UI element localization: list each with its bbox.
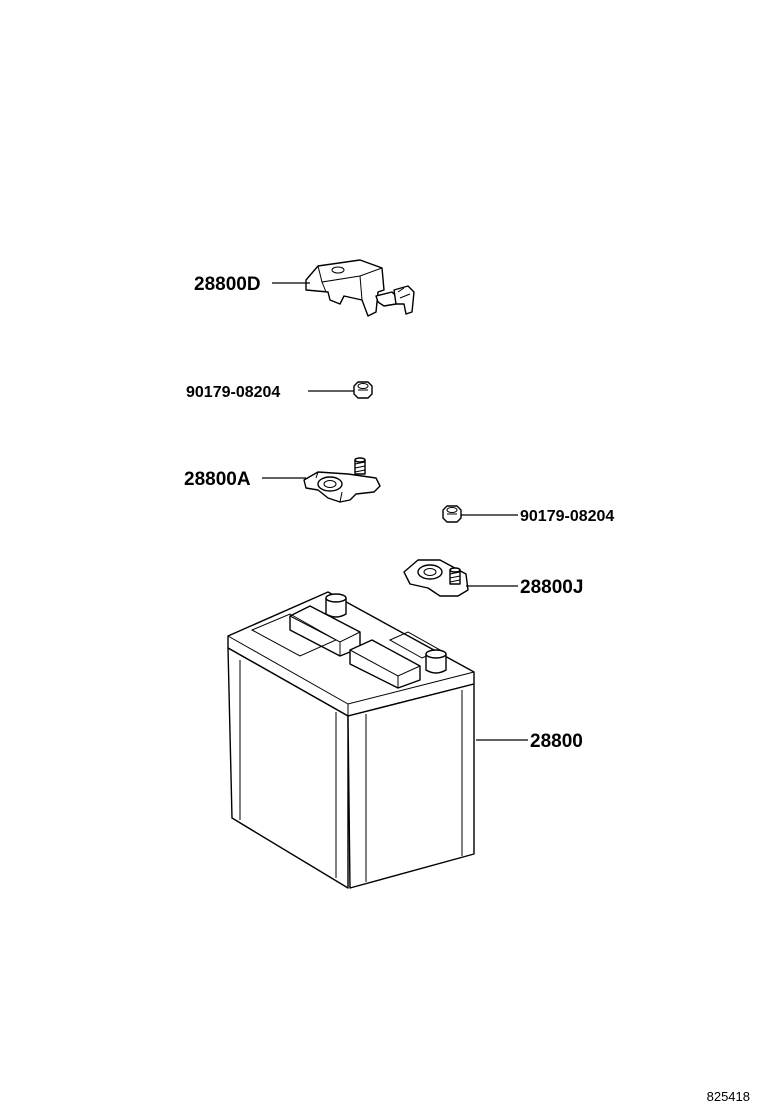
lower-nut-drawing — [442, 505, 462, 523]
figure-number: 825418 — [706, 1089, 750, 1104]
label-90179-08204-upper: 90179-08204 — [186, 384, 280, 401]
hold-down-bracket-drawing — [305, 259, 415, 317]
label-28800: 28800 — [530, 731, 583, 752]
label-28800J: 28800J — [520, 577, 583, 598]
terminal-a-drawing — [303, 457, 381, 503]
battery-drawing — [227, 591, 475, 889]
label-28800D: 28800D — [194, 274, 261, 295]
label-28800A: 28800A — [184, 469, 251, 490]
label-90179-08204-lower: 90179-08204 — [520, 508, 614, 525]
upper-nut-drawing — [353, 381, 373, 399]
terminal-j-drawing — [403, 559, 469, 597]
